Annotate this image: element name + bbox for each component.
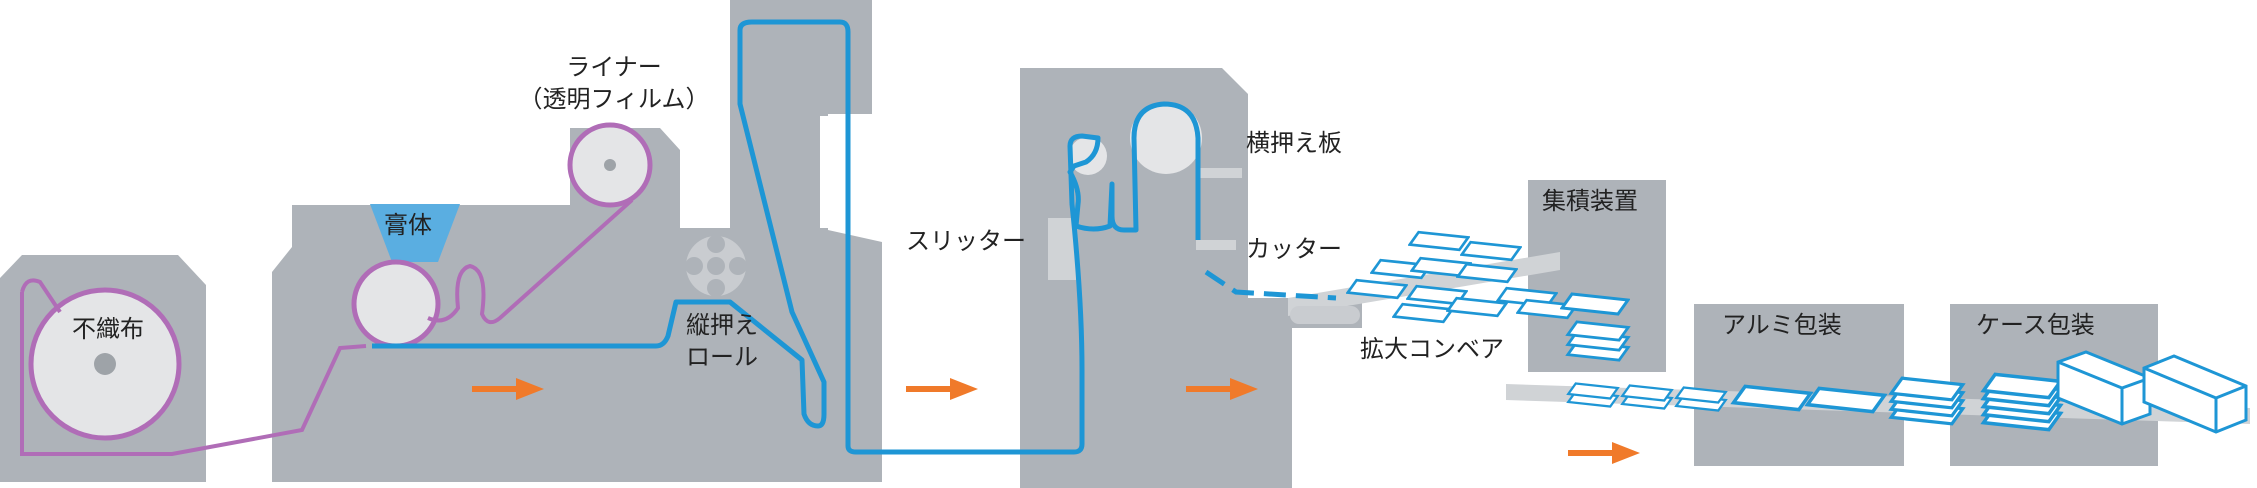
slitter-large-roll <box>1130 102 1202 174</box>
slitter-blade-block <box>1048 218 1076 280</box>
label-press-roll-line1: 縦押え <box>686 311 758 339</box>
guide-roller-icon <box>685 235 747 297</box>
label-aluminum-packing: アルミ包装 <box>1722 311 1842 339</box>
side-press-plate <box>1196 168 1242 178</box>
label-side-press: 横押え板 <box>1246 129 1342 157</box>
package-stack <box>1620 384 1674 410</box>
flow-arrow-icon <box>1568 442 1640 464</box>
package-stack <box>1566 382 1620 408</box>
cutter-path <box>1204 269 1337 301</box>
box-icon <box>2056 350 2152 426</box>
slitter-housing-window <box>890 68 1018 78</box>
label-paste: 膏体 <box>384 211 432 239</box>
aluminum-packing-unit-body <box>1694 304 1904 466</box>
sheet-icon <box>1460 240 1522 262</box>
label-liner-line1: ライナー <box>566 53 662 81</box>
label-stacker: 集積装置 <box>1542 187 1638 215</box>
box-icon <box>2142 354 2248 434</box>
label-case-packing: ケース包装 <box>1976 311 2095 339</box>
label-press-roll-line2: ロール <box>686 343 758 371</box>
label-liner-line2: （透明フィルム） <box>518 85 710 113</box>
sheet-icon <box>1408 230 1470 252</box>
hopper-icon <box>370 204 460 262</box>
label-nonwoven: 不織布 <box>72 315 144 343</box>
slitter-gap <box>820 116 846 228</box>
sheet-icon <box>1392 302 1454 324</box>
package-stack <box>1674 386 1728 412</box>
cutter-plate <box>1196 240 1236 250</box>
label-slitter: スリッター <box>906 227 1026 255</box>
nonwoven-wrap <box>20 278 62 314</box>
stacked-sheets <box>1566 320 1630 362</box>
product-path <box>372 19 1201 455</box>
label-expand-conveyor: 拡大コンベア <box>1360 335 1504 363</box>
liner-path <box>427 198 634 325</box>
slitter-unit-body <box>1020 68 1362 488</box>
nonwoven-roll-hub <box>94 353 116 375</box>
flow-arrow-icon <box>906 378 978 400</box>
label-cutter: カッター <box>1246 235 1342 263</box>
main-machine-body <box>272 0 882 482</box>
nonwoven-path <box>20 292 367 456</box>
liner-roll-hub <box>604 159 616 171</box>
expand-conveyor-roller <box>1290 306 1360 324</box>
main-body-opening <box>888 0 890 2</box>
coating-roll <box>351 259 441 349</box>
